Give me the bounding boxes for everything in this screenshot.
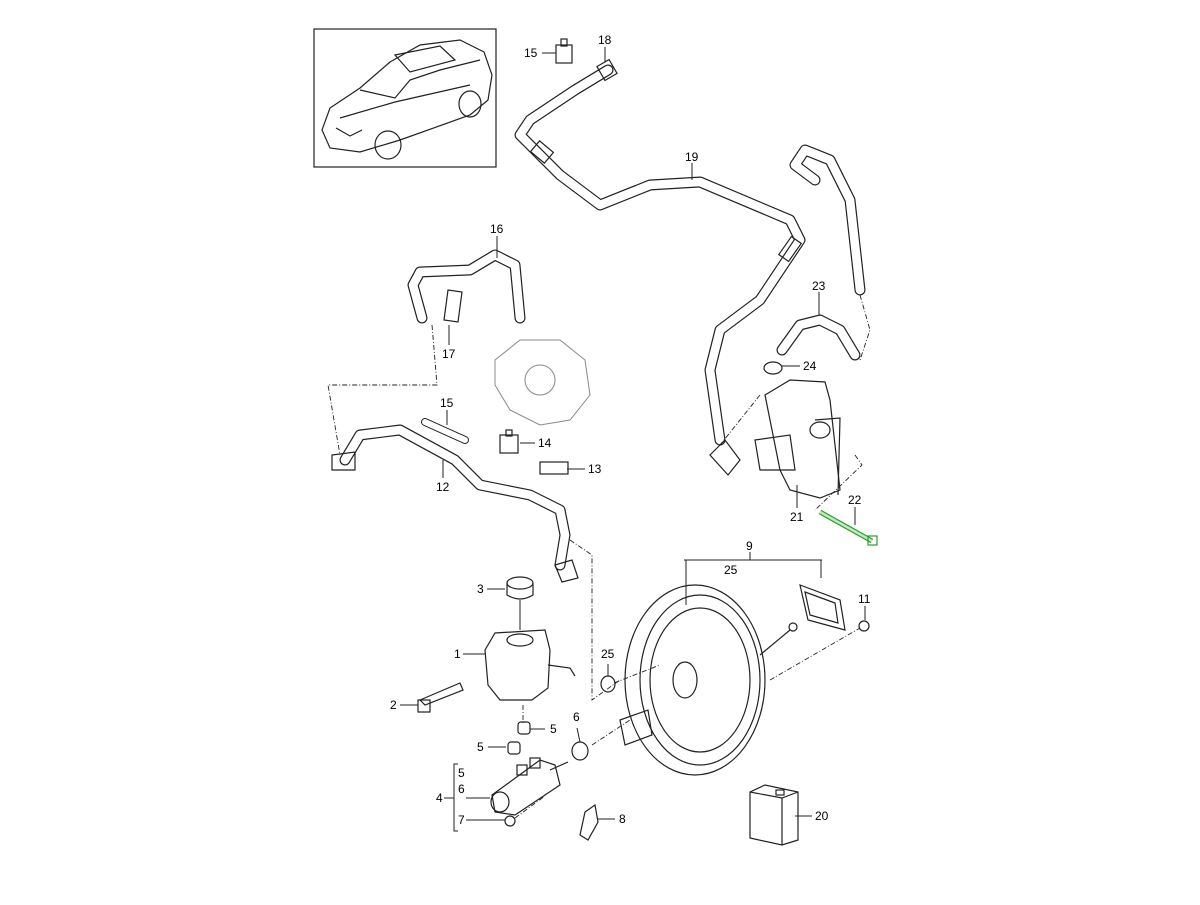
callout-19[interactable]: 19 <box>685 150 699 164</box>
callout-15-top[interactable]: 15 <box>524 46 538 60</box>
callout-21[interactable]: 21 <box>790 510 804 524</box>
master-cylinder-4[interactable] <box>490 757 569 816</box>
check-valve-24[interactable] <box>763 361 783 375</box>
nut-7[interactable] <box>504 815 516 827</box>
callout-25-booster[interactable]: 25 <box>724 563 738 577</box>
leader-11 <box>769 627 861 681</box>
callout-18[interactable]: 18 <box>598 33 612 47</box>
o-ring-6[interactable] <box>571 741 589 761</box>
callout-16[interactable]: 16 <box>490 222 504 236</box>
reservoir-cap-3[interactable] <box>506 576 534 600</box>
hose-23[interactable] <box>776 314 861 361</box>
holder-14[interactable] <box>499 429 519 454</box>
callout-4-sub-6[interactable]: 6 <box>458 782 465 796</box>
callout-17[interactable]: 17 <box>442 347 456 361</box>
leader-6 <box>591 719 631 746</box>
nut-11[interactable] <box>858 620 870 632</box>
bolt-22[interactable] <box>818 509 878 546</box>
reservoir-1[interactable] <box>484 629 576 701</box>
callout-4-sub-7[interactable]: 7 <box>458 813 465 827</box>
leader-25 <box>613 664 661 684</box>
callout-24[interactable]: 24 <box>803 359 817 373</box>
callout-4[interactable]: 4 <box>436 791 443 805</box>
callout-23[interactable]: 23 <box>812 279 826 293</box>
vacuum-pump-21[interactable] <box>754 379 841 499</box>
brake-fluid-can-20[interactable] <box>749 784 799 846</box>
gasket-25[interactable] <box>799 584 846 631</box>
callout-8[interactable]: 8 <box>619 812 626 826</box>
bracket-17[interactable] <box>443 289 463 323</box>
brake-booster-9[interactable] <box>619 584 798 776</box>
grommet-5a[interactable] <box>517 721 531 735</box>
callout-leaders <box>400 47 866 832</box>
callout-2[interactable]: 2 <box>390 698 397 712</box>
seal-25[interactable] <box>600 675 616 693</box>
leader-24 <box>719 394 761 446</box>
callout-5-lower[interactable]: 5 <box>477 740 484 754</box>
connector-13[interactable] <box>539 461 569 475</box>
callout-1[interactable]: 1 <box>454 647 461 661</box>
callout-5-upper[interactable]: 5 <box>550 722 557 736</box>
grommet-5b[interactable] <box>507 741 521 755</box>
callout-20[interactable]: 20 <box>815 809 829 823</box>
callout-11[interactable]: 11 <box>858 592 871 606</box>
callout-25-seal[interactable]: 25 <box>601 647 615 661</box>
callout-22[interactable]: 22 <box>848 493 862 507</box>
callout-12[interactable]: 12 <box>436 480 450 494</box>
leader-22 <box>814 454 863 511</box>
callout-14[interactable]: 14 <box>538 436 552 450</box>
assembly-leader-12 <box>569 539 621 701</box>
callout-9[interactable]: 9 <box>746 539 753 553</box>
vacuum-hose-16[interactable] <box>407 249 526 324</box>
callout-4-sub-5[interactable]: 5 <box>458 766 465 780</box>
callout-13[interactable]: 13 <box>588 462 602 476</box>
car-icon <box>321 39 493 160</box>
callout-3[interactable]: 3 <box>477 582 484 596</box>
vehicle-overview-thumbnail[interactable] <box>313 28 497 168</box>
callout-15-mid[interactable]: 15 <box>440 396 454 410</box>
hose-15[interactable] <box>421 418 469 444</box>
vacuum-line-19[interactable] <box>514 58 806 476</box>
hose-right[interactable] <box>789 144 871 361</box>
leader-7 <box>514 795 546 819</box>
vacuum-line-12[interactable] <box>331 424 579 583</box>
bracket-2[interactable] <box>417 682 464 713</box>
callout-6[interactable]: 6 <box>573 710 580 724</box>
clip-15-top[interactable] <box>555 38 573 64</box>
clip-8[interactable] <box>579 803 599 841</box>
vacuum-pump-sketch <box>494 339 591 426</box>
assembly-leader-16 <box>327 324 438 456</box>
